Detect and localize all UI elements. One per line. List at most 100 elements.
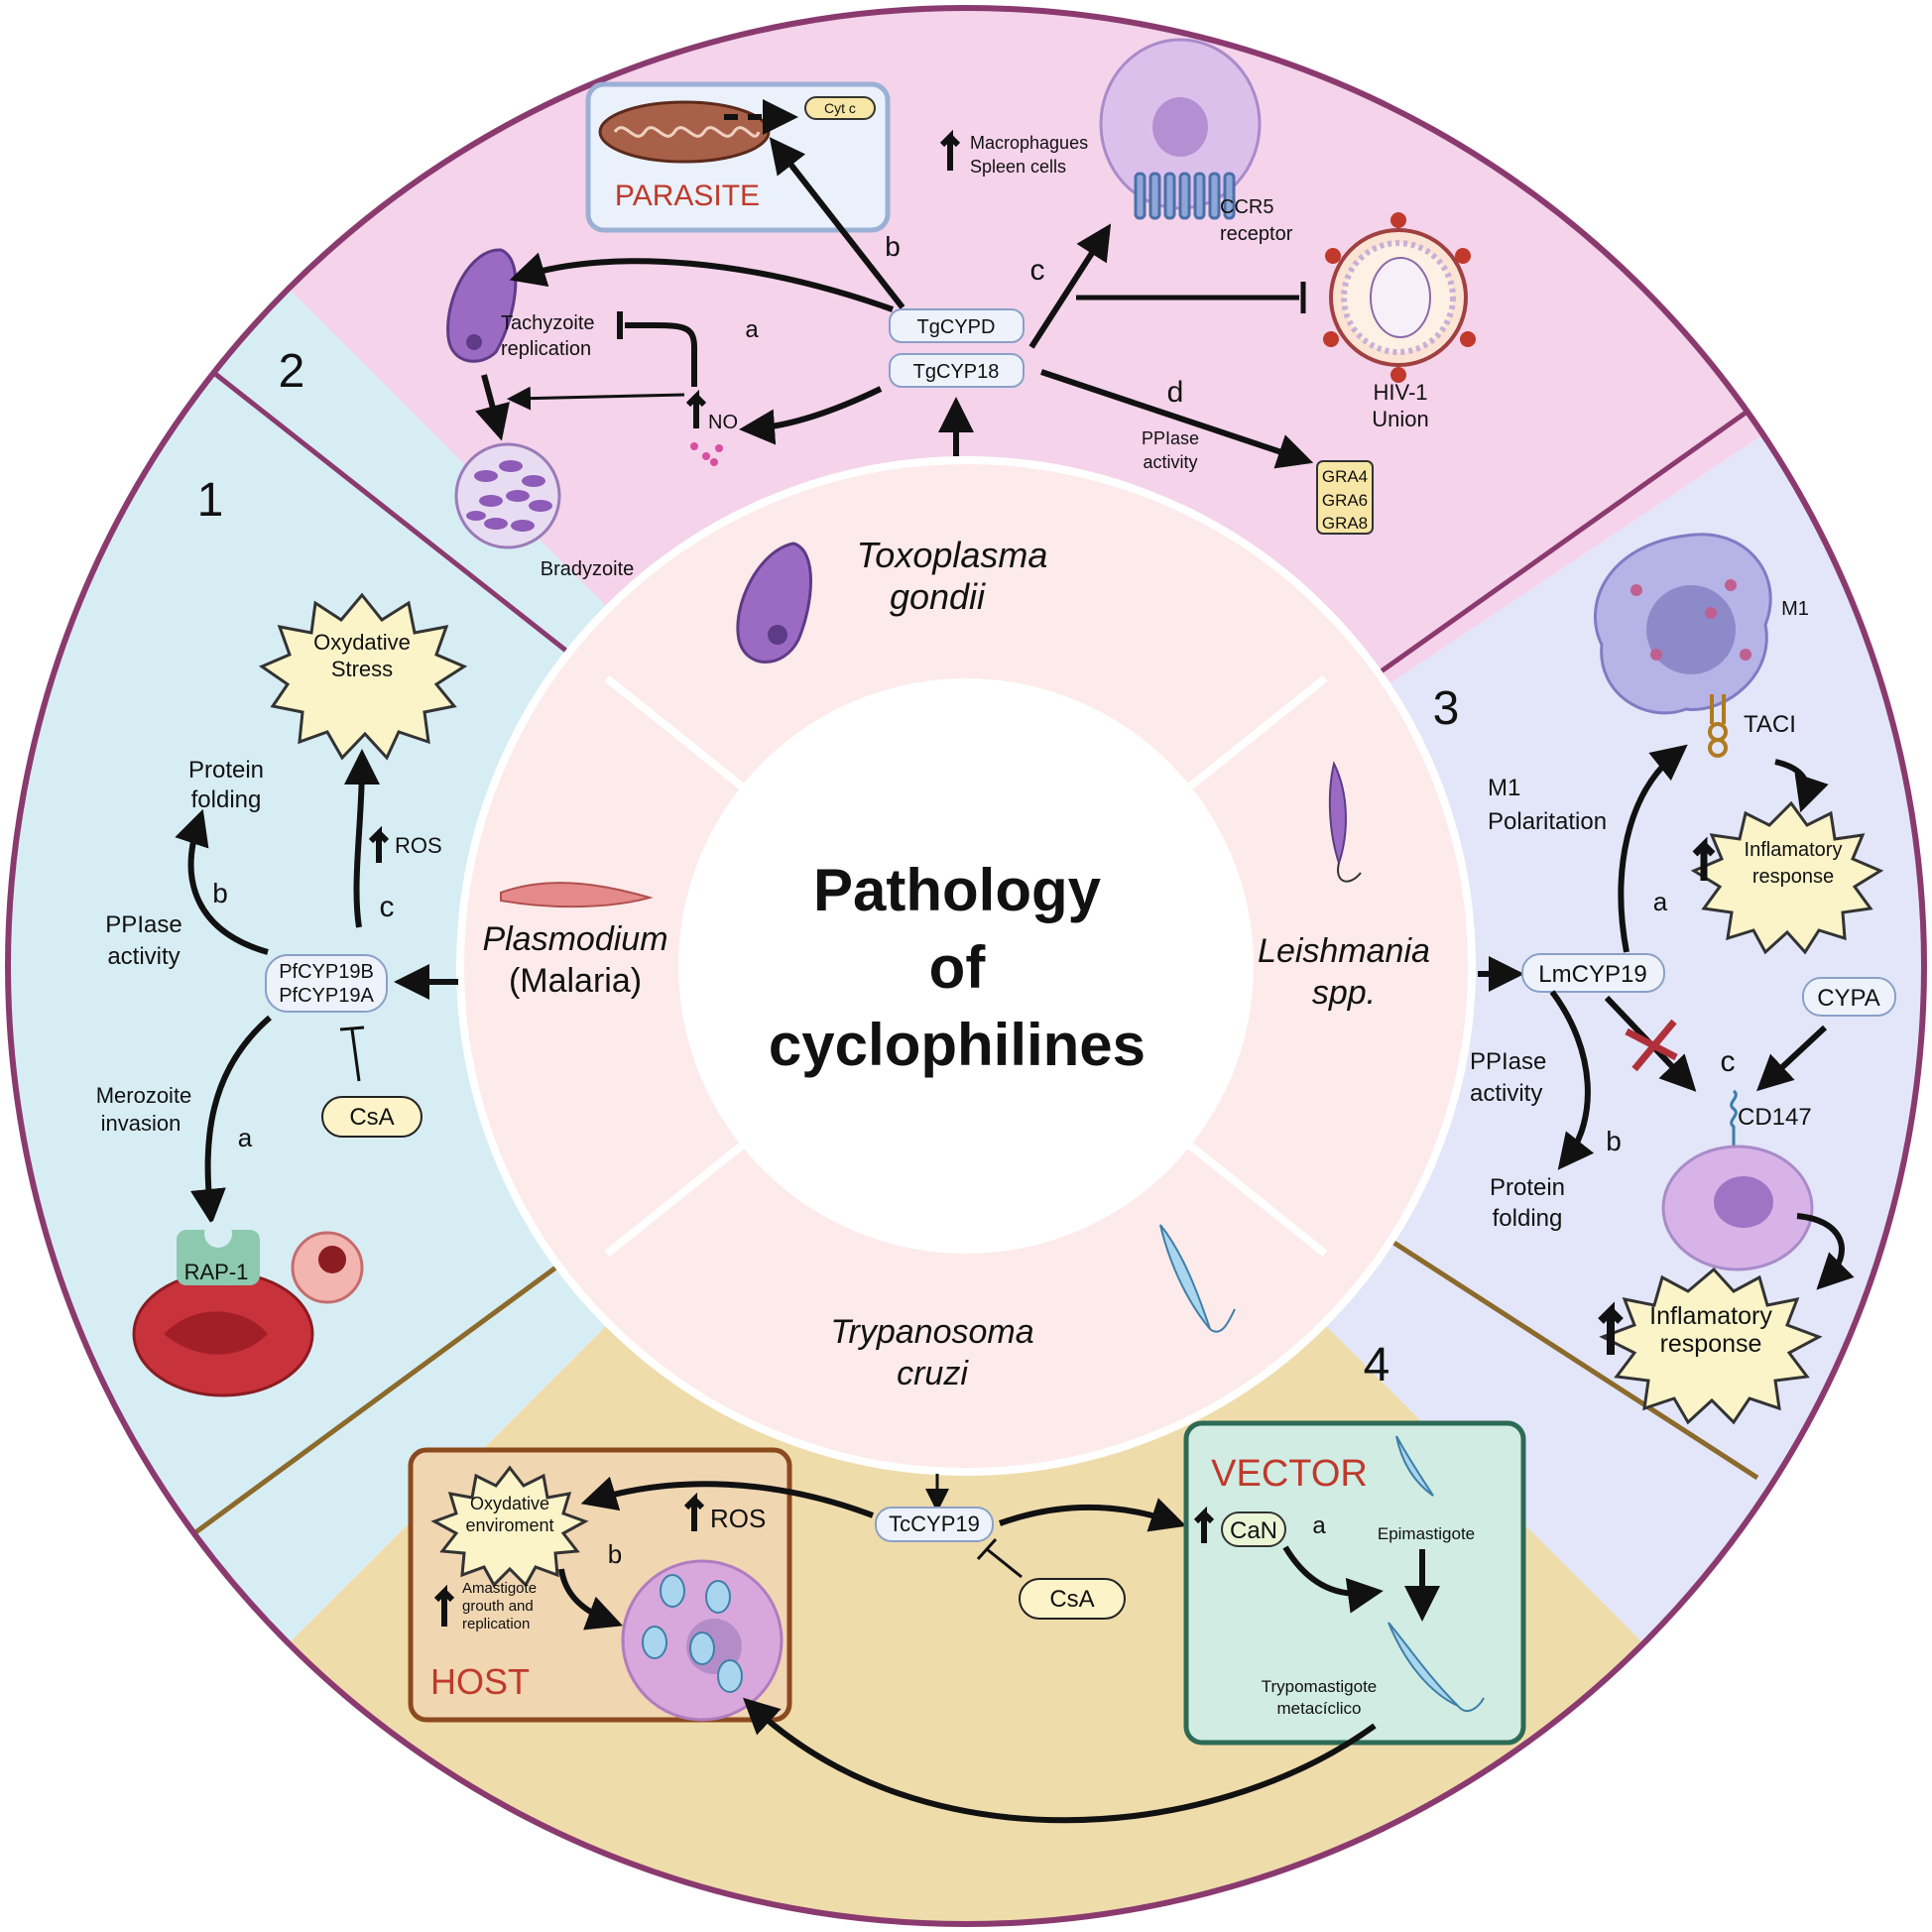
gra-box: [1316, 460, 1374, 535]
inflam1-up-icon: [1692, 836, 1716, 881]
inflam2-line1: Inflamatory: [1649, 1302, 1772, 1330]
arrow-to-no: [739, 386, 883, 445]
arrow-b-to-parasite: [769, 137, 906, 309]
leishmania-line1: Leishmania: [1258, 932, 1430, 970]
macrophages-line1: Macrophagues: [970, 133, 1088, 153]
no-inhibit-line: [625, 322, 697, 387]
lmcyp19-pill: [1521, 953, 1665, 993]
trypo-line1: Trypomastigote: [1262, 1677, 1378, 1696]
s4-letter-a: a: [1312, 1512, 1326, 1539]
ccr5-line1: CCR5: [1220, 196, 1273, 218]
tgcyp18: TgCYP18: [913, 361, 1000, 383]
inflam1-line1: Inflamatory: [1745, 839, 1843, 861]
ccr5-receptor-icon: [1134, 172, 1236, 220]
s4-ros-up-icon: [683, 1492, 705, 1531]
arrow-to-stress: [343, 749, 380, 928]
protein-folding-line1: Protein: [188, 757, 264, 784]
arrow-lm-to-taci: [1618, 744, 1688, 953]
inflamatory-burst-2: [1599, 1267, 1823, 1425]
lmcyp19: LmCYP19: [1538, 961, 1646, 988]
arrow-taci-to-inflam: [1774, 759, 1829, 813]
section-2-number: 2: [279, 345, 305, 398]
macrophage-up-icon: [939, 129, 961, 171]
leishmania-label: Leishmania spp.: [1258, 761, 1430, 1012]
trypanosoma-line1: Trypanosoma: [830, 1313, 1033, 1351]
tccyp19: TcCYP19: [889, 1511, 980, 1536]
s1-letter-a: a: [238, 1123, 253, 1152]
section-4-number: 4: [1364, 1339, 1390, 1391]
oxy-env-line1: Oxydative: [470, 1494, 549, 1513]
toxoplasma-line2: gondii: [890, 576, 986, 617]
title-line1: Pathology: [813, 857, 1102, 923]
s1-letter-c: c: [380, 891, 395, 923]
hiv-line1: HIV-1: [1373, 380, 1427, 405]
inflam2-line2: response: [1660, 1330, 1762, 1358]
polarization-line1: M1: [1488, 775, 1520, 801]
ccr5-line2: receptor: [1220, 223, 1293, 245]
s3-ppiase-line1: PPIase: [1470, 1048, 1546, 1075]
can-pill: [1221, 1511, 1286, 1547]
amastigote-up-icon: [433, 1584, 455, 1627]
s4-letter-b: b: [608, 1539, 622, 1569]
host-label: HOST: [430, 1661, 530, 1702]
merozoite-line2: invasion: [101, 1111, 181, 1136]
s2-letter-c: c: [1030, 254, 1045, 287]
merozoite-line1: Merozoite: [96, 1083, 192, 1108]
toxoplasma-label: Toxoplasma gondii: [736, 535, 1048, 664]
arrow-d-to-gra: [1040, 369, 1314, 469]
arrow-no-to-brady: [507, 386, 685, 411]
cd147-label: CD147: [1738, 1104, 1812, 1131]
arrow-oxy-to-cell: [558, 1568, 624, 1630]
arrow-to-tachyzoite: [509, 252, 895, 312]
s2-letter-a: a: [745, 316, 759, 343]
arrow-cell-to-inflam: [1796, 1213, 1855, 1290]
arrow-vector-to-host: [743, 1697, 1377, 1824]
hiv-line2: Union: [1372, 407, 1428, 431]
pfcyp19a: PfCYP19A: [279, 985, 374, 1007]
can-up-icon: [1193, 1506, 1215, 1543]
section-4: 4 Oxydative enviroment ROS b Amastigote …: [408, 1339, 1526, 1824]
section-2: 2 Cyt c PARASITE b Macrophagues Spleen c…: [279, 38, 1476, 580]
leishmania-line2: spp.: [1312, 974, 1376, 1012]
rap1-receptor: [177, 1230, 260, 1285]
cd147-receptor-icon: [1730, 1089, 1738, 1160]
arrow-c-to-ccr5: [1028, 223, 1112, 349]
taci-label: TACI: [1744, 711, 1796, 738]
rap1: RAP-1: [184, 1260, 249, 1284]
section-1-number: 1: [197, 474, 224, 527]
oxy-env-line2: enviroment: [465, 1515, 553, 1535]
polarization-line2: Polaritation: [1488, 808, 1607, 835]
arrow-tachy-to-brady: [475, 374, 510, 441]
csa-inhibit-line: [350, 1028, 361, 1082]
vector-label: VECTOR: [1211, 1453, 1368, 1495]
gra6: GRA6: [1322, 491, 1368, 510]
inflam1-line2: response: [1752, 866, 1834, 888]
oxydative-stress-line1: Oxydative: [313, 630, 411, 655]
pfcyp19b: PfCYP19B: [279, 961, 374, 983]
tgcyp18-pill: [889, 353, 1025, 388]
gra4: GRA4: [1322, 467, 1368, 486]
tgcypd: TgCYPD: [917, 316, 996, 338]
csa-pill-s4: [1019, 1578, 1126, 1620]
s4-csa-inhibit-line: [986, 1547, 1023, 1579]
s3-letter-b: b: [1606, 1126, 1622, 1156]
s3-folding-line2: folding: [1493, 1205, 1563, 1232]
bradyzoite: Bradyzoite: [541, 558, 635, 580]
s4-ros: ROS: [710, 1504, 766, 1533]
trypanosoma-line2: cruzi: [897, 1355, 969, 1392]
title-line3: cyclophilines: [769, 1012, 1146, 1078]
protein-folding-line2: folding: [191, 786, 262, 813]
no-label: NO: [708, 412, 738, 433]
amastigote-line1: Amastigote: [462, 1580, 537, 1597]
center-circle: [678, 678, 1254, 1254]
csa-s1: CsA: [349, 1104, 394, 1131]
taci-receptor-icon: [1708, 694, 1728, 758]
s3-ppiase-line2: activity: [1470, 1080, 1542, 1107]
amastigote-line2: grouth and: [462, 1598, 534, 1615]
arrow-to-rap: [190, 1015, 272, 1225]
s1-ppiase-line1: PPIase: [105, 911, 181, 938]
arrow-lm-to-folding: [1549, 990, 1595, 1170]
toxoplasma-line1: Toxoplasma: [857, 535, 1048, 575]
s2-ppiase-line2: activity: [1143, 452, 1197, 472]
arrow-cypa-to-cd147: [1756, 1025, 1828, 1092]
